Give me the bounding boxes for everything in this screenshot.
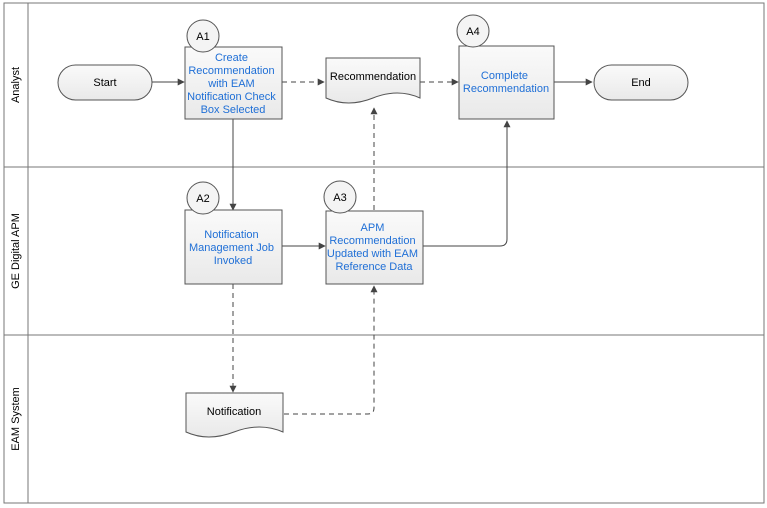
badge-a4-label: A4: [466, 26, 479, 38]
process-a1-label[interactable]: Create Recommendation with EAM Notificat…: [187, 52, 279, 116]
process-a3[interactable]: APM Recommendation Updated with EAM Refe…: [323, 180, 424, 285]
connector-a3-a4: [423, 120, 511, 247]
badge-a2: [186, 181, 220, 215]
end-node[interactable]: End: [593, 64, 689, 101]
connector-notification-a3: [284, 285, 378, 415]
document-recommendation-label: Recommendation: [330, 71, 416, 83]
process-a3-box: [325, 210, 424, 285]
end-shape: [593, 64, 689, 101]
process-a2-box: [184, 209, 283, 285]
lane-label-analyst: Analyst: [10, 67, 22, 103]
lane-label-eam: EAM System: [10, 387, 22, 451]
start-shape: [57, 64, 153, 101]
badge-a2-label: A2: [196, 193, 209, 205]
badge-a3: [323, 180, 357, 214]
lane-label-apm: GE Digital APM: [10, 213, 22, 289]
document-notification-shape: [185, 392, 284, 438]
document-notification-label: Notification: [207, 406, 261, 418]
document-recommendation[interactable]: Recommendation: [325, 57, 421, 104]
document-recommendation-shape: [325, 57, 421, 104]
badge-a1: [186, 19, 220, 53]
connectors: [152, 78, 593, 415]
badge-a3-label: A3: [333, 192, 346, 204]
process-a2-label[interactable]: Notification Management Job Invoked: [189, 229, 277, 267]
start-node[interactable]: Start: [57, 64, 153, 101]
document-notification[interactable]: Notification: [185, 392, 284, 438]
process-a2[interactable]: Notification Management Job Invoked A2: [184, 181, 283, 285]
process-a1[interactable]: Create Recommendation with EAM Notificat…: [184, 19, 283, 120]
process-a4-label[interactable]: Complete Recommendation: [463, 70, 549, 95]
badge-a4: [456, 14, 490, 48]
process-a4-box: [458, 45, 555, 120]
badge-a1-label: A1: [196, 31, 209, 43]
process-a1-box: [184, 46, 283, 120]
process-a4[interactable]: Complete Recommendation A4: [456, 14, 555, 120]
start-label: Start: [93, 77, 116, 89]
process-a3-label[interactable]: APM Recommendation Updated with EAM Refe…: [327, 222, 421, 273]
end-label: End: [631, 77, 651, 89]
